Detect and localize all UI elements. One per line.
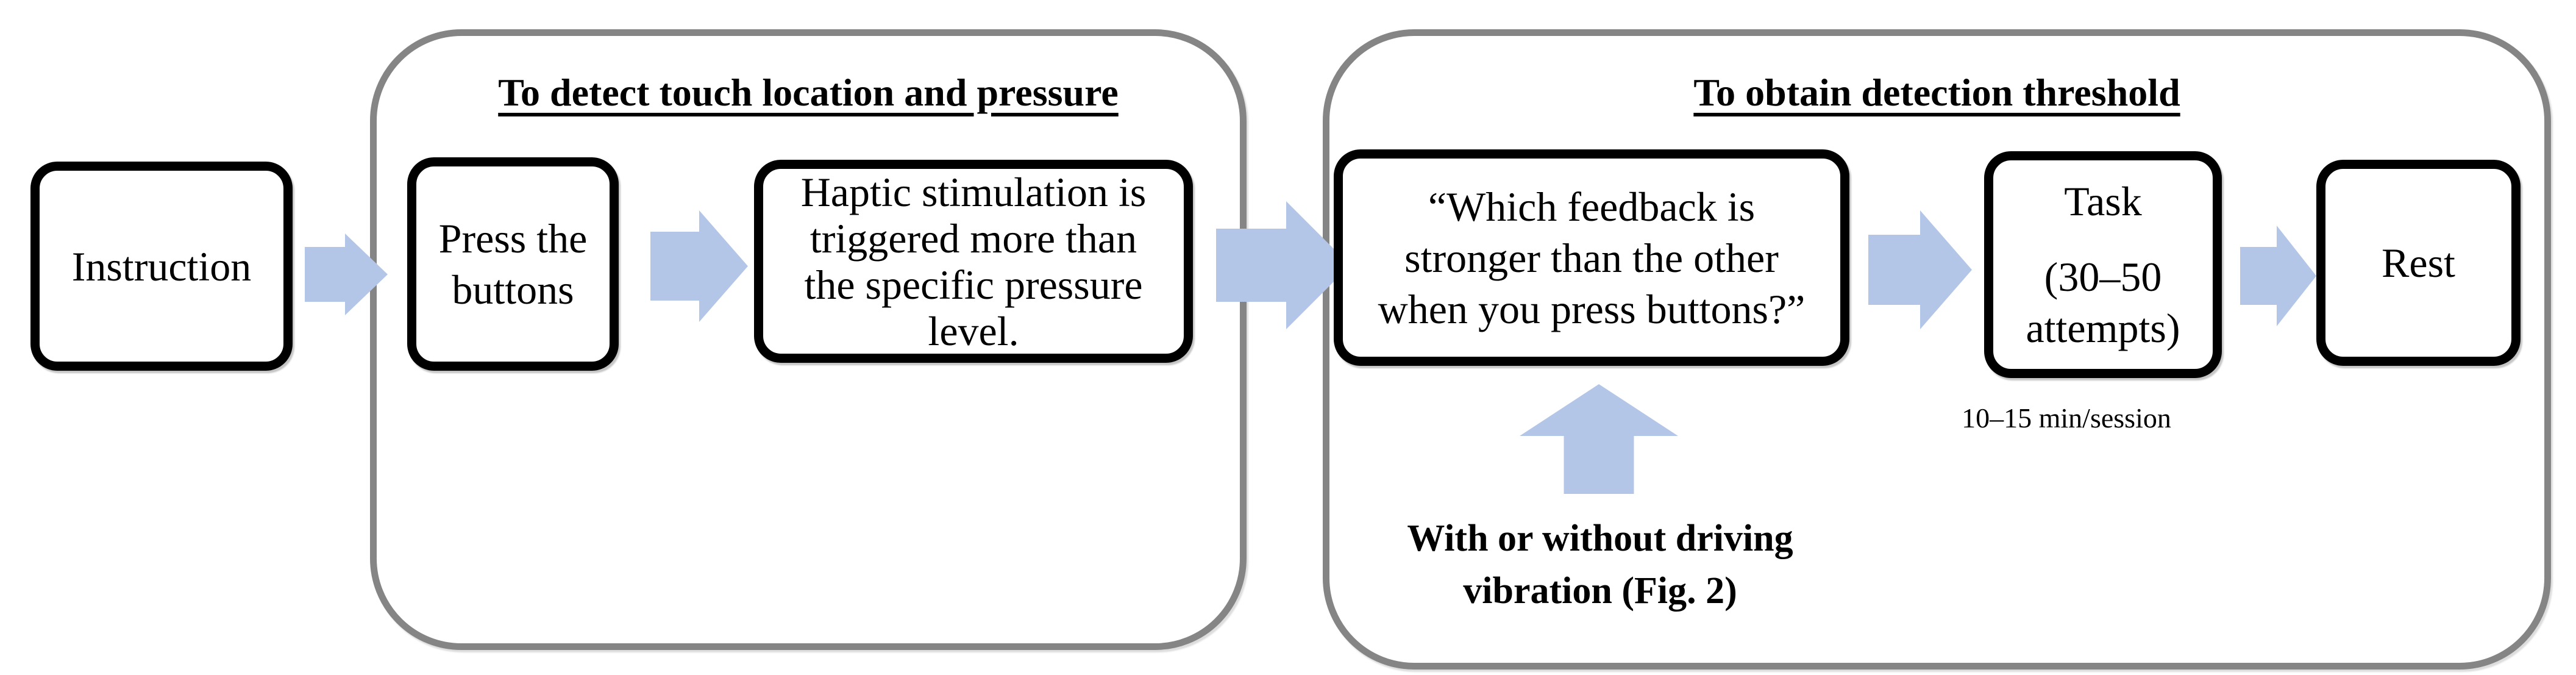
haptic-stimulation-box: Haptic stimulation is triggered more tha…	[754, 160, 1193, 363]
group-detection-threshold-title: To obtain detection threshold	[1693, 71, 2180, 114]
haptic-stimulation-line: the specific pressure	[804, 261, 1143, 308]
right-arrow-shape	[1868, 210, 1972, 329]
task-line: attempts)	[2026, 305, 2180, 351]
up-arrow-shape	[1520, 384, 1678, 494]
which-feedback-line: “Which feedback is	[1428, 183, 1756, 230]
press-buttons-line: Press the	[438, 215, 588, 262]
haptic-stimulation-line: Haptic stimulation is	[800, 168, 1147, 215]
right-arrow-shape	[1216, 201, 1350, 329]
right-arrow-shape	[305, 234, 388, 315]
right-arrow-icon	[305, 234, 388, 315]
session-duration-note: 10–15 min/session	[1962, 402, 2171, 434]
right-arrow-icon	[2240, 226, 2316, 326]
haptic-stimulation-line: triggered more than	[809, 215, 1137, 262]
right-arrow-icon	[1868, 210, 1972, 329]
right-arrow-icon	[1216, 201, 1350, 329]
group-detect-touch-title: To detect touch location and pressure	[498, 71, 1119, 114]
rest-box: Rest	[2316, 160, 2521, 366]
vibration-condition-line: With or without driving	[1407, 518, 1793, 559]
which-feedback-line: stronger than the other	[1404, 234, 1779, 281]
vibration-condition-line: vibration (Fig. 2)	[1463, 570, 1737, 612]
right-arrow-shape	[2240, 226, 2316, 326]
press-buttons-line: buttons	[452, 266, 574, 313]
which-feedback-box: “Which feedback is stronger than the oth…	[1334, 149, 1849, 366]
group-detection-threshold	[1323, 29, 2551, 670]
task-line: Task	[2064, 178, 2142, 224]
vibration-condition-note: With or without driving vibration (Fig. …	[1323, 512, 1877, 617]
instruction-box: Instruction	[30, 162, 293, 371]
task-line: (30–50	[2044, 254, 2162, 300]
which-feedback-line: when you press buttons?”	[1378, 285, 1806, 332]
up-arrow-icon	[1520, 384, 1678, 494]
right-arrow-icon	[650, 210, 748, 322]
right-arrow-shape	[650, 210, 748, 322]
group-detect-touch	[370, 29, 1247, 650]
instruction-box-label: Instruction	[71, 243, 252, 290]
haptic-stimulation-line: level.	[928, 307, 1019, 354]
rest-box-label: Rest	[2382, 240, 2455, 286]
press-buttons-box: Press the buttons	[407, 157, 619, 371]
task-box: Task (30–50 attempts)	[1984, 151, 2222, 378]
